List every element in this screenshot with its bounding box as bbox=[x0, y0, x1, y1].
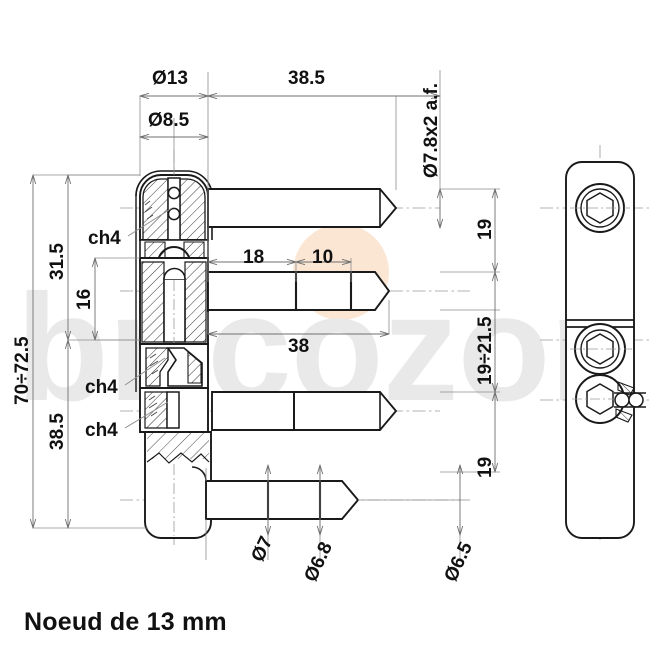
label-70-72-5: 70÷72.5 bbox=[12, 336, 33, 405]
label-31-5: 31.5 bbox=[47, 243, 68, 280]
label-38-5-top: 38.5 bbox=[288, 68, 325, 89]
label-10: 10 bbox=[312, 247, 333, 268]
label-19-bottom: 19 bbox=[475, 457, 496, 478]
label-16: 16 bbox=[74, 289, 95, 310]
label-38: 38 bbox=[288, 336, 309, 357]
label-d6-5: Ø6.5 bbox=[440, 539, 477, 586]
screw-pin-2 bbox=[207, 271, 391, 311]
lower-leaf-body bbox=[144, 431, 212, 539]
screw-pins bbox=[191, 188, 398, 520]
hex-socket-screw-3 bbox=[572, 374, 646, 424]
leader-lines bbox=[124, 207, 173, 429]
label-d7: Ø7 bbox=[247, 533, 277, 565]
dimension-lines bbox=[33, 96, 495, 535]
label-d13: Ø13 bbox=[152, 68, 188, 89]
note-ch4-1: ch4 bbox=[88, 228, 121, 249]
screw-pin-4 bbox=[191, 466, 360, 520]
lower-knuckle bbox=[139, 387, 209, 433]
note-ch4-2: ch4 bbox=[85, 377, 118, 398]
screw-pin-3 bbox=[211, 391, 398, 431]
label-18: 18 bbox=[243, 247, 264, 268]
label-d8-5: Ø8.5 bbox=[148, 110, 190, 131]
label-38-5-left: 38.5 bbox=[47, 413, 68, 450]
chamfer-block bbox=[139, 343, 209, 389]
hex-socket-screw-1 bbox=[570, 183, 630, 233]
note-ch4-3: ch4 bbox=[85, 420, 118, 441]
label-d7-8x2: Ø7.8x2 a.f. bbox=[421, 83, 442, 178]
front-section-view bbox=[135, 170, 213, 539]
upper-knuckle bbox=[135, 170, 213, 241]
dimension-labels: Ø13 38.5 Ø8.5 Ø7.8x2 a.f. 70÷72.5 31.5 1… bbox=[12, 68, 496, 585]
screw-pin-1 bbox=[207, 188, 398, 228]
label-d6-8: Ø6.8 bbox=[300, 539, 336, 585]
label-19-top: 19 bbox=[475, 219, 496, 240]
side-view bbox=[565, 161, 646, 539]
page-title: Noeud de 13 mm bbox=[24, 608, 227, 636]
middle-barrel bbox=[139, 257, 209, 345]
label-19-21-5: 19÷21.5 bbox=[475, 316, 496, 385]
